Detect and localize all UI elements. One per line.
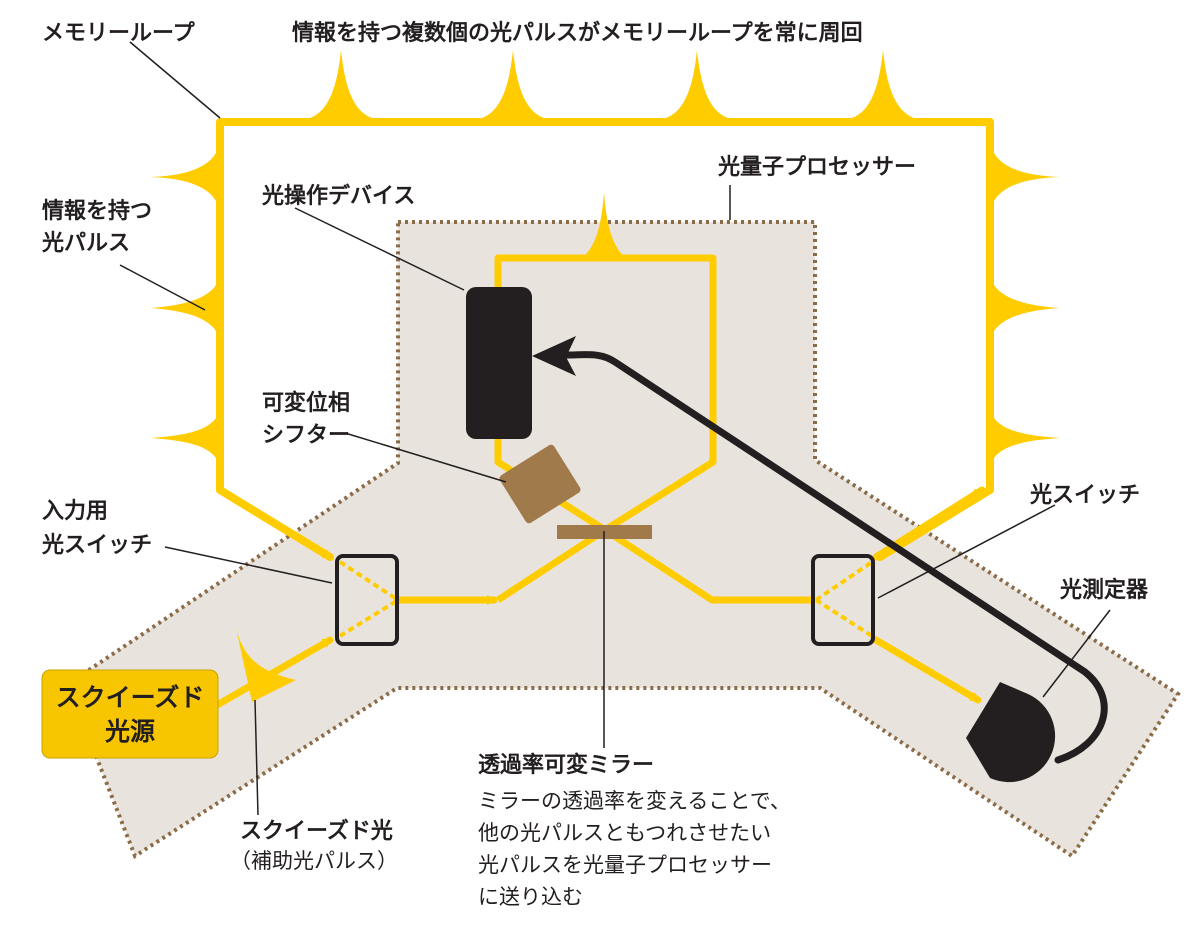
input-switch-label-line1: 入力用 <box>42 499 108 524</box>
input-switch-label-line2: 光スイッチ <box>41 533 152 558</box>
processor-loop-path <box>494 254 815 604</box>
top-caption: 情報を持つ複数個の光パルスがメモリーループを常に周回 <box>292 20 863 46</box>
mirror-description-line1: ミラーの透過率を変えることで、 <box>478 789 791 813</box>
light-pulse <box>852 50 914 118</box>
pulse-label-line2: 光パルス <box>41 231 130 256</box>
light-pulse <box>584 192 624 256</box>
memory-light-pulses <box>150 50 1060 458</box>
variable-phase-shifter <box>499 444 581 524</box>
optical-manipulation-device <box>466 287 532 439</box>
light-pulse <box>994 285 1060 331</box>
switch-internal-paths <box>338 560 874 638</box>
light-pulse <box>150 153 216 201</box>
light-pulse <box>150 418 216 458</box>
mirror-description-line4: に送り込む <box>478 885 583 909</box>
light-pulse <box>310 50 372 118</box>
light-pulse <box>666 50 728 118</box>
optical-switch <box>811 554 875 646</box>
mirror-title: 透過率可変ミラー <box>478 752 654 778</box>
squeezed-light-label-line2: （補助光パルス） <box>230 849 398 873</box>
mirror-description-line2: 他の光パルスともつれさせたい <box>478 821 771 845</box>
input-optical-switch <box>335 554 399 646</box>
squeezed-light-pulse <box>236 628 296 702</box>
memory-loop-label: メモリーループ <box>42 21 196 46</box>
squeezed-light-label-line1: スクイーズド光 <box>240 818 393 844</box>
optical-detector <box>966 682 1056 783</box>
light-pulse <box>994 418 1060 458</box>
feedback-arrowhead <box>532 336 576 376</box>
light-pulse <box>150 285 216 331</box>
mirror-description-line3: 光パルスを光量子プロセッサー <box>478 853 772 877</box>
source-label-line2: 光源 <box>104 717 155 746</box>
switch-to-detector-arrow <box>872 636 982 704</box>
device-label: 光操作デバイス <box>261 183 415 209</box>
switch-label: 光スイッチ <box>1029 483 1140 508</box>
phase-shifter-label-line2: シフター <box>262 423 350 448</box>
light-pulse <box>482 50 544 118</box>
input-arrow <box>216 486 334 561</box>
light-pulse <box>994 153 1060 201</box>
phase-shifter-label-line1: 可変位相 <box>262 390 350 416</box>
feedback-signal-line <box>541 351 1108 764</box>
processor-label: 光量子プロセッサー <box>717 155 916 180</box>
pulse-label-line1: 情報を持つ <box>42 198 152 224</box>
squeezed-light-source <box>41 669 219 759</box>
leader-lines <box>119 41 1111 816</box>
detector-label: 光測定器 <box>1059 577 1149 603</box>
source-label-line1: スクイーズド <box>56 683 205 712</box>
